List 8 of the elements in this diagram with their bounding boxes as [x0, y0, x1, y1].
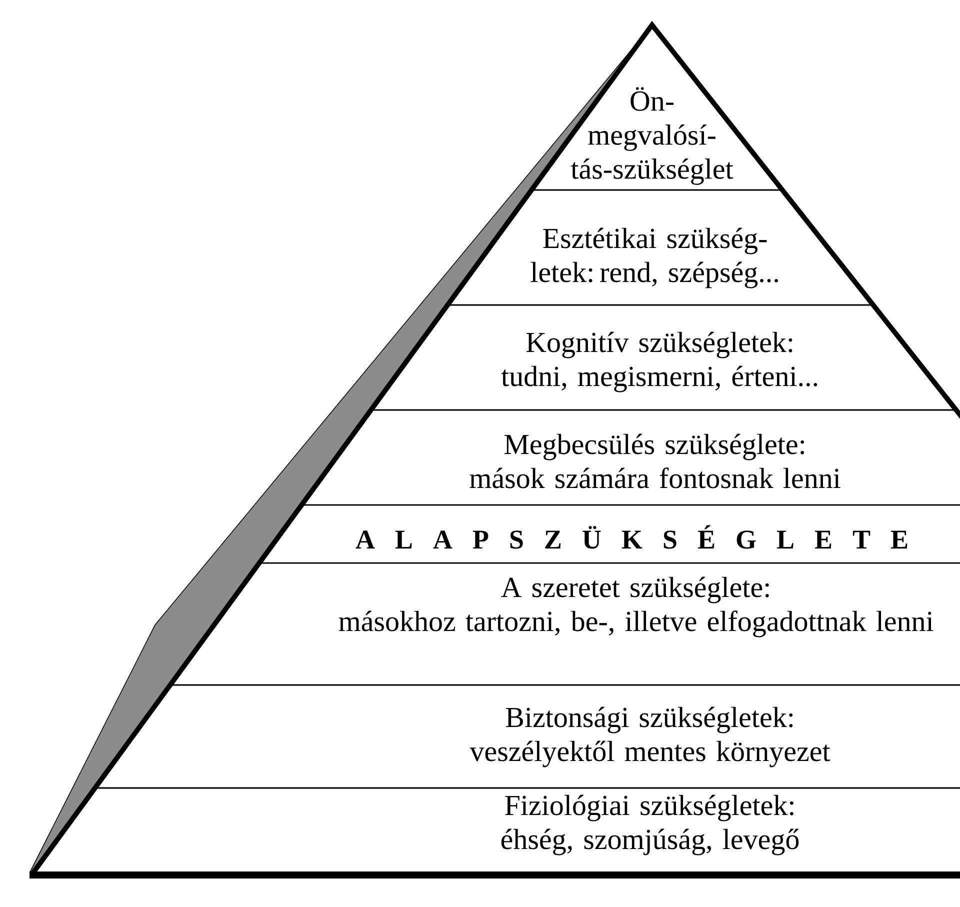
pyramid-level: A szeretet szükséglete: másokhoz tartozni, be-, illetve elfogadottnak lenni [338, 576, 934, 638]
pyramid-level: Biztonsági szükségletek: veszélyektől mentes környezet [470, 706, 830, 768]
pyramid-level: Kognitív szükségletek: tudni, megismerni, érteni... [501, 332, 818, 392]
pyramid-level: Fiziológiai szükségletek: éhség, szomjúság, levegő [501, 794, 799, 856]
pyramid-level: Megbecsülés szükséglete: mások számára fontosnak lenni [470, 434, 840, 488]
pyramid-level: Esztétikai szükség- letek: rend, szépség... [530, 228, 778, 288]
pyramid-level: Ön- megvalósí- tás-szükséglet [570, 87, 734, 185]
pyramid-level: A L A P S Z Ü K S É G L E T E [356, 525, 908, 549]
